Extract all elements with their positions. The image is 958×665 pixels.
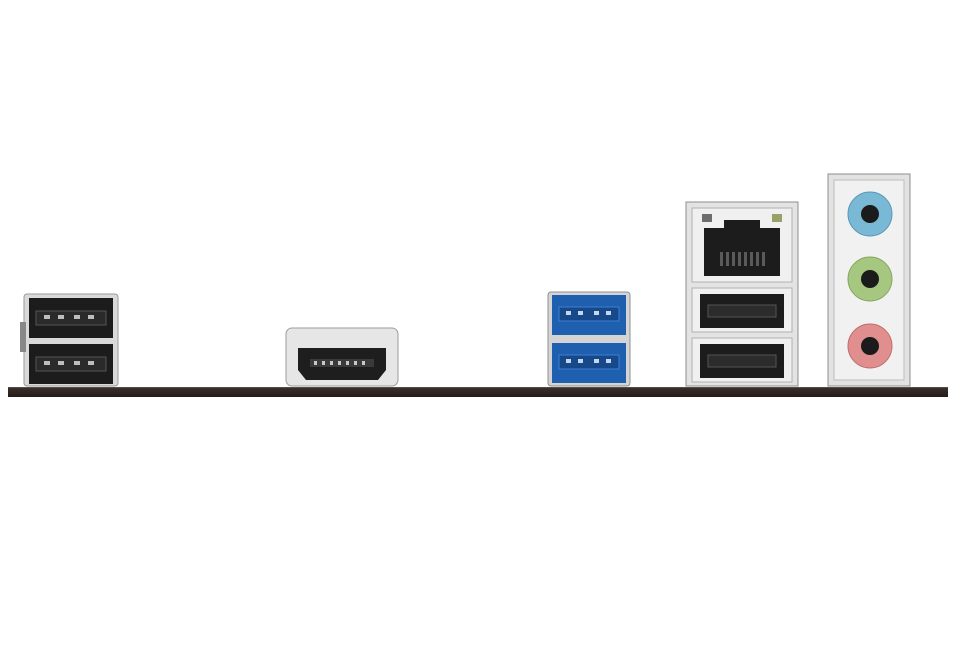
hdmi-port-icon bbox=[285, 327, 399, 387]
lan-usb-combo-icon bbox=[685, 201, 799, 387]
usb3-dual-port-icon bbox=[547, 291, 631, 387]
usb2-dual-port-icon bbox=[20, 293, 119, 387]
audio-jacks-icon bbox=[827, 173, 911, 387]
motherboard-edge bbox=[8, 387, 948, 397]
